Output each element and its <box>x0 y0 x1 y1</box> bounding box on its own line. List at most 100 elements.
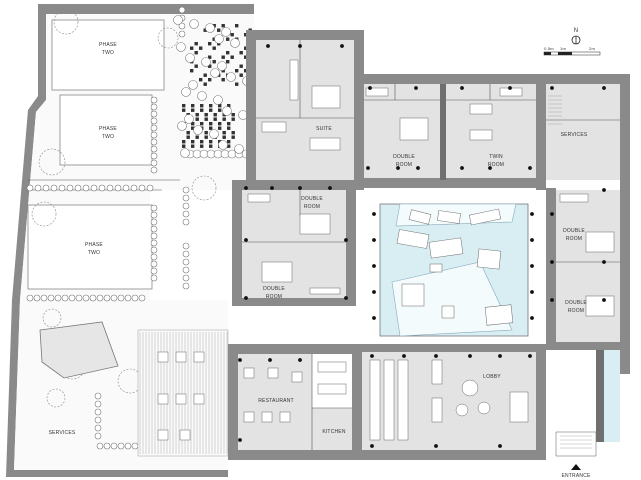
hedge-tree <box>138 294 146 302</box>
planting-cell <box>227 126 231 130</box>
planting-cell <box>231 117 235 121</box>
building-walls <box>228 30 630 460</box>
garden-tree <box>193 125 203 135</box>
planting-cell <box>221 78 225 82</box>
hedge-tree <box>182 258 190 266</box>
garden-tree <box>189 19 199 29</box>
structural-column <box>528 354 532 358</box>
hedge-tree <box>94 432 102 440</box>
scale-label-2: 2m <box>589 46 595 51</box>
planting-cell <box>200 104 204 108</box>
terrace-table <box>157 351 169 363</box>
hedge-tree <box>182 194 190 202</box>
planting-cell <box>227 104 231 108</box>
planting-cell <box>190 46 194 50</box>
planting-cell <box>222 135 226 139</box>
hedge-tree <box>131 294 139 302</box>
planting-cell <box>191 144 195 148</box>
planting-cell <box>182 104 186 108</box>
planting-cell <box>218 104 222 108</box>
hedge-tree <box>124 442 132 450</box>
structural-column <box>372 264 376 268</box>
structural-column <box>414 86 418 90</box>
structural-column <box>530 316 534 320</box>
structural-column <box>372 238 376 242</box>
planting-cell <box>199 78 203 82</box>
structural-column <box>498 444 502 448</box>
garden-tree <box>184 114 194 124</box>
terrace-table <box>175 393 187 405</box>
structural-column <box>416 166 420 170</box>
planting-cell <box>208 78 212 82</box>
rooms <box>238 40 620 450</box>
planting-cell <box>209 144 213 148</box>
hedge-tree <box>82 294 90 302</box>
structural-column <box>460 86 464 90</box>
planting-cell <box>226 37 230 41</box>
label-double-room-top: DOUBLE <box>393 154 415 160</box>
planting-cell <box>194 42 198 46</box>
hedge-tree <box>178 22 186 30</box>
hedge-tree <box>40 294 48 302</box>
garden-tree <box>188 80 198 90</box>
planting-cell <box>200 122 204 126</box>
planting-cell <box>230 55 234 59</box>
planting-cell <box>204 135 208 139</box>
hedge-tree <box>150 239 158 247</box>
structural-column <box>266 44 270 48</box>
label-double-room-e1: ROOM <box>566 236 582 242</box>
hedge-tree <box>131 442 139 450</box>
hedge-tree <box>94 392 102 400</box>
planting-cell <box>191 108 195 112</box>
structural-column <box>434 444 438 448</box>
hedge-tree <box>178 30 186 38</box>
hedge-tree <box>106 184 114 192</box>
hedge-tree <box>182 186 190 194</box>
planting-cell <box>195 113 199 117</box>
garden-tree <box>185 53 195 63</box>
structural-column <box>550 212 554 216</box>
planting-cell <box>244 69 248 73</box>
hedge-tree <box>96 442 104 450</box>
structural-column <box>344 296 348 300</box>
label-twin-room: ROOM <box>488 162 504 168</box>
structural-column <box>396 166 400 170</box>
hedge-tree <box>150 152 158 160</box>
hedge-tree <box>96 294 104 302</box>
hedge-tree <box>42 184 50 192</box>
planting-cell <box>204 131 208 135</box>
garden-tree <box>234 144 244 154</box>
label-phase-two-a: PHASE <box>99 42 117 48</box>
hedge-tree <box>82 184 90 192</box>
label-restaurant: RESTAURANT <box>258 398 294 404</box>
planting-cell <box>209 140 213 144</box>
planting-cell <box>208 64 212 68</box>
hedge-tree <box>150 260 158 268</box>
label-double-room-e2: ROOM <box>568 308 584 314</box>
scale-bar: 0.5m 1m 2m <box>543 46 601 56</box>
planting-cell <box>239 73 243 77</box>
north-label: N <box>574 28 579 34</box>
hedge-tree <box>150 110 158 118</box>
hedge-tree <box>150 96 158 104</box>
structural-column <box>550 298 554 302</box>
structural-column <box>530 212 534 216</box>
garden-tree <box>217 61 227 71</box>
entrance: ENTRANCE <box>555 431 597 479</box>
hedge-tree <box>182 242 190 250</box>
hedge-tree <box>182 250 190 258</box>
structural-column <box>298 186 302 190</box>
structural-column <box>268 358 272 362</box>
hedge-tree <box>150 267 158 275</box>
garden-tree <box>218 140 228 150</box>
hedge-tree <box>110 442 118 450</box>
label-phase-two-b: PHASE <box>99 126 117 132</box>
hedge-tree <box>150 117 158 125</box>
planting-cell <box>226 60 230 64</box>
structural-column <box>402 354 406 358</box>
structural-column <box>602 188 606 192</box>
hedge-tree <box>94 400 102 408</box>
label-phase-two-c: TWO <box>88 250 100 256</box>
planting-cell <box>235 69 239 73</box>
planting-cell <box>235 24 239 28</box>
